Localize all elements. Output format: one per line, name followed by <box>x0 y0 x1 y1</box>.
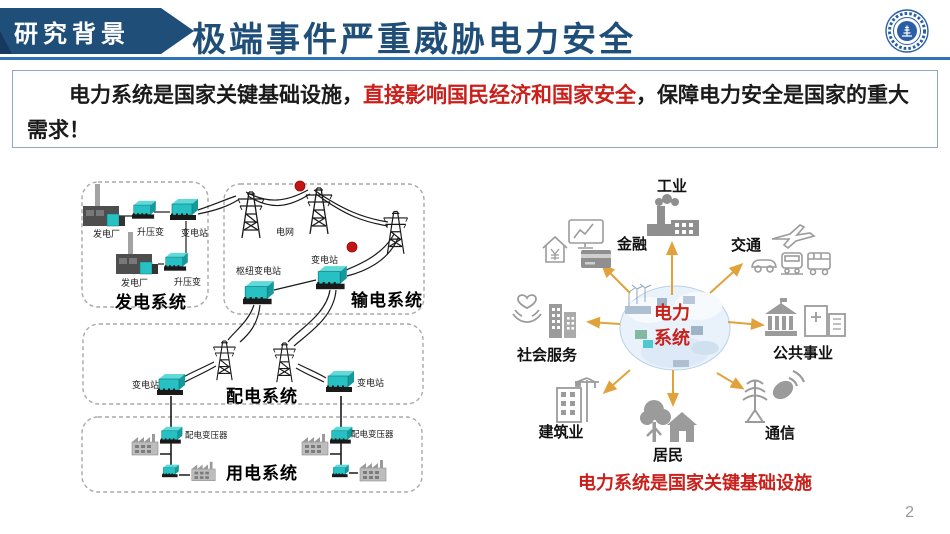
sector-label-utilities: 公共事业 <box>772 345 833 362</box>
center-line1: 电力 <box>654 303 690 323</box>
social-service-icon <box>512 294 576 338</box>
statement-box: 电力系统是国家关键基础设施，直接影响国民经济和国家安全，保障电力安全是国家的重大… <box>12 70 938 148</box>
construction-icon <box>556 377 599 423</box>
power-system-cloud <box>619 283 731 371</box>
label-transmission-system: 输电系统 <box>351 291 423 310</box>
caption: 电力系统是国家关键基础设施 <box>578 473 812 493</box>
label-substation-3: 变电站 <box>132 380 160 390</box>
label-stepup-1: 升压变 <box>137 227 165 237</box>
radial-arrows <box>586 241 765 407</box>
communication-icon <box>742 369 805 423</box>
label-dist-transformer-1: 配电变压器 <box>185 430 228 440</box>
label-hub-substation: 枢纽变电站 <box>236 266 282 276</box>
header-divider <box>0 57 950 60</box>
sector-label-residents: 居民 <box>652 447 683 464</box>
center-power-system-label: 电力 系统 <box>640 301 704 351</box>
statement-part1: 电力系统是国家关键基础设施， <box>69 84 363 107</box>
sector-label-industry: 工业 <box>656 178 687 195</box>
label-substation-4: 变电站 <box>357 378 385 388</box>
label-dist-transformer-2: 配电变压器 <box>351 429 394 439</box>
residents-icon <box>640 400 697 442</box>
section-tab: 研究背景 <box>0 8 194 54</box>
power-dependency-diagram: 电力 系统 工业 <box>505 172 950 512</box>
university-logo-icon <box>884 8 930 54</box>
page-number: 2 <box>905 504 914 521</box>
label-power-plant-1: 发电厂 <box>93 229 121 239</box>
public-utilities-icon <box>765 298 846 337</box>
label-substation-2: 变电站 <box>311 255 339 265</box>
label-stepup-2: 升压变 <box>174 277 202 287</box>
label-distribution-system: 配电系统 <box>226 387 298 406</box>
label-consumption-system: 用电系统 <box>226 464 298 483</box>
finance-icon <box>542 219 611 268</box>
power-chain-graphic <box>81 180 425 493</box>
sector-label-finance: 金融 <box>617 236 648 253</box>
label-grid: 电网 <box>276 227 295 237</box>
label-power-plant-2: 发电厂 <box>121 278 149 288</box>
sector-label-transport: 交通 <box>731 237 762 254</box>
power-chain-diagram: 发电厂 升压变 变电站 发电厂 升压变 发电系统 电网 枢纽变电站 变电站 输电… <box>58 170 488 520</box>
label-substation-1: 变电站 <box>181 228 209 238</box>
sector-label-construction: 建筑业 <box>538 424 584 441</box>
page-title: 极端事件严重威胁电力安全 <box>192 21 636 59</box>
transport-icon <box>751 224 831 276</box>
center-line2: 系统 <box>654 328 690 348</box>
section-tab-label: 研究背景 <box>14 20 130 48</box>
sector-label-social-service: 社会服务 <box>516 347 577 364</box>
statement-highlight: 直接影响国民经济和国家安全 <box>363 84 636 107</box>
sector-label-communication: 通信 <box>764 425 795 442</box>
statement-part2: ，保障电力安全是国家的重大需求！ <box>27 84 909 142</box>
label-generation-system: 发电系统 <box>115 293 187 312</box>
statement-text: 电力系统是国家关键基础设施，直接影响国民经济和国家安全，保障电力安全是国家的重大… <box>27 78 923 148</box>
industry-icon <box>647 194 699 236</box>
